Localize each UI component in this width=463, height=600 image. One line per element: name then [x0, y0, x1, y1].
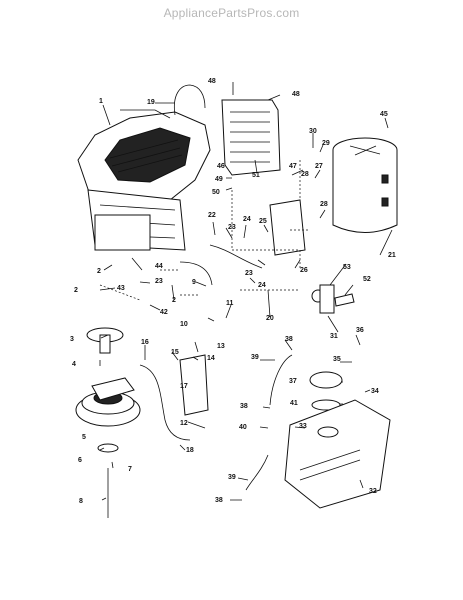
callout-41: 41: [290, 400, 298, 407]
callout-48: 48: [208, 78, 216, 85]
callout-53: 53: [343, 264, 351, 271]
fuel-line-39b: [245, 454, 269, 491]
callout-30: 30: [309, 128, 317, 135]
fuel-filter-canister: [332, 137, 398, 233]
pulley-assembly: [75, 327, 141, 518]
callout-23a: 23: [228, 224, 236, 231]
fuel-line-39: [269, 354, 293, 406]
callout-38c: 38: [215, 497, 223, 504]
throttle-bracket: [179, 354, 209, 416]
callout-17: 17: [180, 383, 188, 390]
callout-11: 11: [226, 300, 234, 307]
fuel-hose-20: [209, 244, 263, 269]
callout-26: 26: [300, 267, 308, 274]
callout-23c: 23: [155, 278, 163, 285]
callout-40: 40: [239, 424, 247, 431]
callout-38a: 38: [285, 336, 293, 343]
callout-12: 12: [180, 420, 188, 427]
callout-34: 34: [371, 388, 379, 395]
callout-2c: 2: [172, 297, 176, 304]
callout-32: 32: [369, 488, 377, 495]
callout-10: 10: [180, 321, 188, 328]
callout-49: 49: [215, 176, 223, 183]
callout-45: 45: [380, 111, 388, 118]
callout-44: 44: [155, 263, 163, 270]
cap-gasket: [311, 399, 341, 411]
callout-4: 4: [72, 361, 76, 368]
callout-37: 37: [289, 378, 297, 385]
callout-16: 16: [141, 339, 149, 346]
watermark-text: AppliancePartsPros.com: [163, 6, 300, 20]
callout-22: 22: [208, 212, 216, 219]
callout-24a: 24: [243, 216, 251, 223]
callout-6: 6: [78, 457, 82, 464]
callout-7: 7: [128, 466, 132, 473]
callout-18: 18: [186, 447, 194, 454]
callout-14: 14: [207, 355, 215, 362]
callout-24b: 24: [258, 282, 266, 289]
callout-51: 51: [252, 172, 260, 179]
breather-tube: [173, 84, 206, 116]
callout-5: 5: [82, 434, 86, 441]
callout-20: 20: [266, 315, 274, 322]
callout-25: 25: [259, 218, 267, 225]
callout-8: 8: [79, 498, 83, 505]
callout-19: 19: [147, 99, 155, 106]
callout-28a: 28: [301, 171, 309, 178]
throttle-cable: [139, 364, 191, 441]
callout-29: 29: [322, 140, 330, 147]
fuel-cap: [309, 371, 343, 389]
callout-46: 46: [217, 163, 225, 170]
fuel-pump: [311, 284, 355, 314]
callout-3: 3: [70, 336, 74, 343]
callout-48b: 48: [292, 91, 300, 98]
callout-21: 21: [388, 252, 396, 259]
callout-43: 43: [117, 285, 125, 292]
callout-47: 47: [289, 163, 297, 170]
callout-23b: 23: [245, 270, 253, 277]
engine-assembly: [77, 109, 211, 251]
callout-15: 15: [171, 349, 179, 356]
callout-1: 1: [99, 98, 103, 105]
callout-9: 9: [192, 279, 196, 286]
callout-39b: 39: [228, 474, 236, 481]
callout-39a: 39: [251, 354, 259, 361]
callout-38b: 38: [240, 403, 248, 410]
fuel-tank: [284, 399, 391, 509]
callout-13: 13: [217, 343, 225, 350]
callout-52: 52: [363, 276, 371, 283]
mounting-bracket: [269, 199, 306, 256]
heat-shield: [221, 99, 281, 176]
callout-36: 36: [356, 327, 364, 334]
callout-27: 27: [315, 163, 323, 170]
callout-42: 42: [160, 309, 168, 316]
callout-50: 50: [212, 189, 220, 196]
callout-33: 33: [299, 423, 307, 430]
callout-31: 31: [330, 333, 338, 340]
callout-2a: 2: [97, 268, 101, 275]
fuel-hose-9: [179, 261, 213, 286]
callout-35: 35: [333, 356, 341, 363]
callout-28b: 28: [320, 201, 328, 208]
callout-2b: 2: [74, 287, 78, 294]
